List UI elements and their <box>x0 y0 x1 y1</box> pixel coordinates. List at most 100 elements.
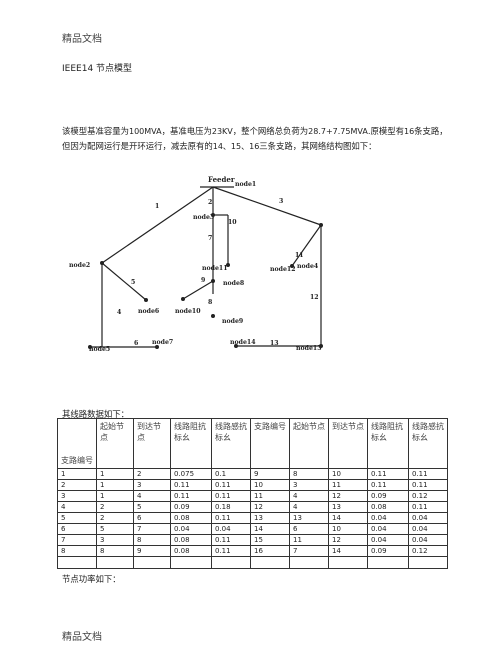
page-header: 精品文档 <box>62 34 102 45</box>
node-label-5: node5 <box>89 346 110 353</box>
table-cell: 1 <box>96 468 134 480</box>
branch-label-4: 4 <box>117 309 122 316</box>
table-cell: 9 <box>133 545 171 557</box>
table-cell: 0.18 <box>211 501 251 513</box>
table-cell: 0.11 <box>211 545 251 557</box>
page-footer: 精品文档 <box>62 632 102 643</box>
table-cell: 2 <box>57 479 97 491</box>
node-dot-2 <box>100 261 104 265</box>
table-cell: 1 <box>57 468 97 480</box>
table-header-row: 支路编号 起始节点 到达节点 线路阻抗标幺 线路感抗标幺 支路编号 起始节点 到… <box>57 418 448 469</box>
table-cell: 4 <box>57 501 97 513</box>
table-cell: 0.04 <box>211 523 251 535</box>
table-cell: 11 <box>250 490 290 502</box>
table-cell-empty <box>57 556 97 569</box>
table-cell: 0.11 <box>367 468 409 480</box>
feeder-label: Feeder <box>208 175 235 184</box>
table-cell: 12 <box>328 490 368 502</box>
table-row-empty <box>57 556 448 569</box>
removed-branches: 14、15、16 <box>212 142 260 151</box>
col-header-end-2: 到达节点 <box>328 418 368 469</box>
node-label-4: node4 <box>297 263 319 270</box>
node-label-3: node3 <box>193 214 214 221</box>
table-cell: 14 <box>328 545 368 557</box>
table-cell: 13 <box>250 512 290 524</box>
table-cell-empty <box>170 556 212 569</box>
branch-label-11: 11 <box>295 252 304 259</box>
table-cell: 3 <box>133 479 171 491</box>
col-header-branch-2: 支路编号 <box>250 418 290 469</box>
table-cell: 0.075 <box>170 468 212 480</box>
table-cell: 2 <box>96 501 134 513</box>
table-cell: 0.11 <box>170 490 212 502</box>
table-cell: 8 <box>96 545 134 557</box>
table-cell: 0.08 <box>367 501 409 513</box>
table-cell: 0.09 <box>367 490 409 502</box>
node-label-1: node1 <box>235 181 256 188</box>
table-cell: 0.11 <box>211 490 251 502</box>
table-cell-empty <box>133 556 171 569</box>
branch-line-1 <box>101 186 214 264</box>
table-cell-empty <box>367 556 409 569</box>
table-cell-empty <box>211 556 251 569</box>
table-cell: 0.04 <box>367 523 409 535</box>
branch-line-3 <box>212 186 322 226</box>
table-cell: 3 <box>57 490 97 502</box>
table-cell: 7 <box>133 523 171 535</box>
desc-part: 条支路，但因为配网运行是开环运行，减去原有的 <box>62 126 448 151</box>
table-cell: 12 <box>328 534 368 546</box>
table-cell: 4 <box>289 490 329 502</box>
col-header-resistance-2: 线路阻抗标幺 <box>367 418 409 469</box>
node-dot-10 <box>181 297 185 301</box>
table-cell-empty <box>328 556 368 569</box>
line-data-table: 支路编号 起始节点 到达节点 线路阻抗标幺 线路感抗标幺 支路编号 起始节点 到… <box>57 418 448 569</box>
node-label-7: node7 <box>152 339 173 346</box>
table-cell-empty <box>289 556 329 569</box>
table-cell: 0.11 <box>408 501 448 513</box>
table-cell: 0.11 <box>211 512 251 524</box>
table-cell: 0.08 <box>170 534 212 546</box>
table-cell: 0.04 <box>408 523 448 535</box>
table-cell: 13 <box>289 512 329 524</box>
table-cell: 0.12 <box>408 490 448 502</box>
node-dot-12 <box>290 264 294 268</box>
branch-label-9: 9 <box>201 277 205 284</box>
table-cell: 9 <box>250 468 290 480</box>
branch-label-1: 1 <box>155 203 159 210</box>
branch-label-13: 13 <box>270 340 279 347</box>
table-caption: 其线路数据如下： <box>62 409 129 419</box>
node-label-13: node13 <box>296 345 322 352</box>
table-cell: 0.04 <box>170 523 212 535</box>
branch-label-12: 12 <box>310 294 319 301</box>
table-cell-empty <box>96 556 134 569</box>
table-cell: 4 <box>289 501 329 513</box>
node-dot-9 <box>211 314 215 318</box>
table-cell: 3 <box>289 479 329 491</box>
table-cell: 6 <box>133 512 171 524</box>
table-cell: 0.11 <box>408 468 448 480</box>
table-cell: 0.04 <box>367 534 409 546</box>
base-voltage: 23KV <box>211 127 233 136</box>
table-cell: 0.11 <box>367 479 409 491</box>
table-cell: 0.12 <box>408 545 448 557</box>
table-cell: 10 <box>328 523 368 535</box>
branch-line-11 <box>291 224 322 267</box>
node-dot-6 <box>144 298 148 302</box>
table-cell: 16 <box>250 545 290 557</box>
table-cell: 15 <box>250 534 290 546</box>
branch-line-9 <box>182 280 214 300</box>
node-label-2: node2 <box>69 262 90 269</box>
table-cell: 0.11 <box>170 479 212 491</box>
desc-part: 该模型基准容量为 <box>62 126 129 136</box>
table-cell: 0.11 <box>211 479 251 491</box>
desc-part: ，基准电压为 <box>161 126 212 136</box>
table-cell: 7 <box>57 534 97 546</box>
node-label-8: node8 <box>223 280 244 287</box>
col-header-reactance-2: 线路感抗标幺 <box>408 418 448 469</box>
table-cell: 2 <box>133 468 171 480</box>
col-header-reactance: 线路感抗标幺 <box>211 418 251 469</box>
table-cell: 14 <box>250 523 290 535</box>
table-cell: 11 <box>289 534 329 546</box>
col-header-start-2: 起始节点 <box>289 418 329 469</box>
